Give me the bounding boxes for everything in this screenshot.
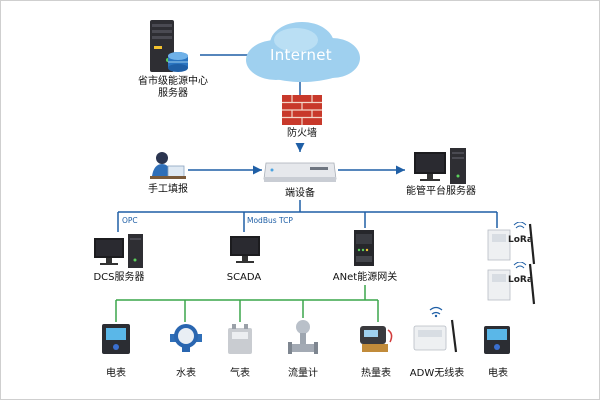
lora-tag-1: LoRa [508,235,533,245]
meter-label-6: ADW无线表 [409,368,465,379]
modbus-protocol-label: ModBus TCP [247,216,293,225]
heat-meter-icon [356,322,396,358]
scada-monitor-icon [228,234,262,266]
electric-meter-icon-2 [482,324,512,356]
firewall-label: 防火墙 [287,128,317,139]
edge-device-label: 端设备 [285,188,315,199]
internet-cloud-icon [236,18,366,84]
meter-label-3: 气表 [230,368,250,379]
provincial-server-icon [140,16,195,76]
gas-meter-icon [226,322,254,356]
platform-server-icon [412,146,470,186]
lora-device-icon-2 [484,261,550,306]
manual-entry-label: 手工填报 [148,184,188,195]
energy-gateway-icon [352,228,378,268]
lora-tag-2: LoRa [508,275,533,285]
lora-device-icon-1 [484,221,550,266]
meter-label-1: 电表 [106,368,126,379]
scada-label: SCADA [226,272,262,283]
provincial-server-label-line2: 服务器 [158,88,188,99]
meter-label-5: 热量表 [361,368,391,379]
meter-label-7: 电表 [488,368,508,379]
firewall-icon [282,95,322,125]
water-meter-icon [168,320,204,356]
dcs-server-label: DCS服务器 [93,272,145,283]
internet-label: Internet [270,46,332,64]
meter-label-2: 水表 [176,368,196,379]
provincial-server-label: 省市级能源中心 服务器 [128,76,218,100]
electric-meter-icon [100,322,132,356]
energy-gateway-label: ANet能源网关 [332,272,398,283]
wireless-meter-icon [412,306,462,358]
manual-entry-person-icon [148,150,188,182]
platform-server-label: 能管平台服务器 [406,186,476,197]
edge-device-icon [262,155,338,185]
dcs-server-icon [92,232,146,270]
opc-protocol-label: OPC [122,216,138,225]
meter-label-4: 流量计 [288,368,318,379]
provincial-server-label-line1: 省市级能源中心 [138,76,208,87]
flowmeter-icon [288,318,318,358]
